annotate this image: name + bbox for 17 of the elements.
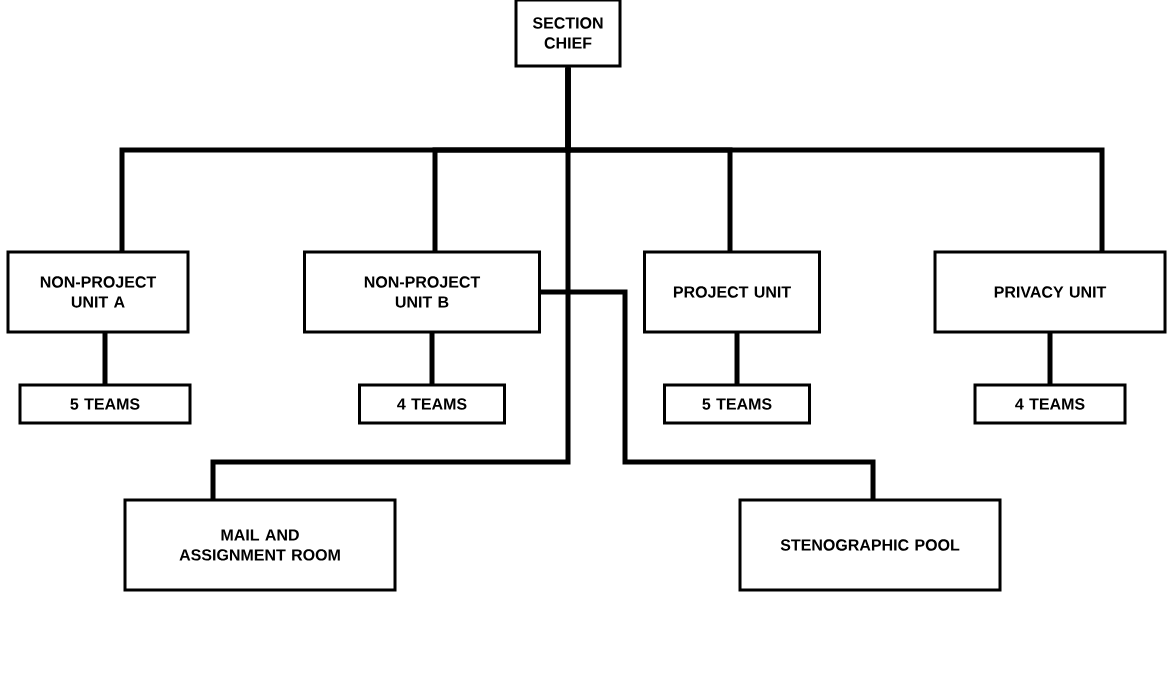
unit-box: 4 TEAMS [973, 383, 1127, 425]
connector-line [210, 67, 571, 500]
unit-box: STENOGRAPHIC POOL [738, 498, 1002, 592]
unit-box: NON-PROJECT UNIT B [303, 250, 541, 334]
unit-box: 5 TEAMS [18, 383, 192, 425]
connector-line [1047, 332, 1053, 385]
unit-box: PRIVACY UNIT [933, 250, 1167, 334]
unit-box: MAIL AND ASSIGNMENT ROOM [123, 498, 397, 592]
connector-line [102, 332, 108, 385]
unit-box: SECTION CHIEF [514, 0, 622, 68]
connector-line [429, 332, 435, 385]
connector-line [541, 289, 876, 500]
unit-box: PROJECT UNIT [643, 250, 821, 334]
unit-box: 4 TEAMS [358, 383, 506, 425]
connector-line [734, 332, 740, 385]
unit-box: NON-PROJECT UNIT A [6, 250, 190, 334]
unit-box: 5 TEAMS [663, 383, 811, 425]
